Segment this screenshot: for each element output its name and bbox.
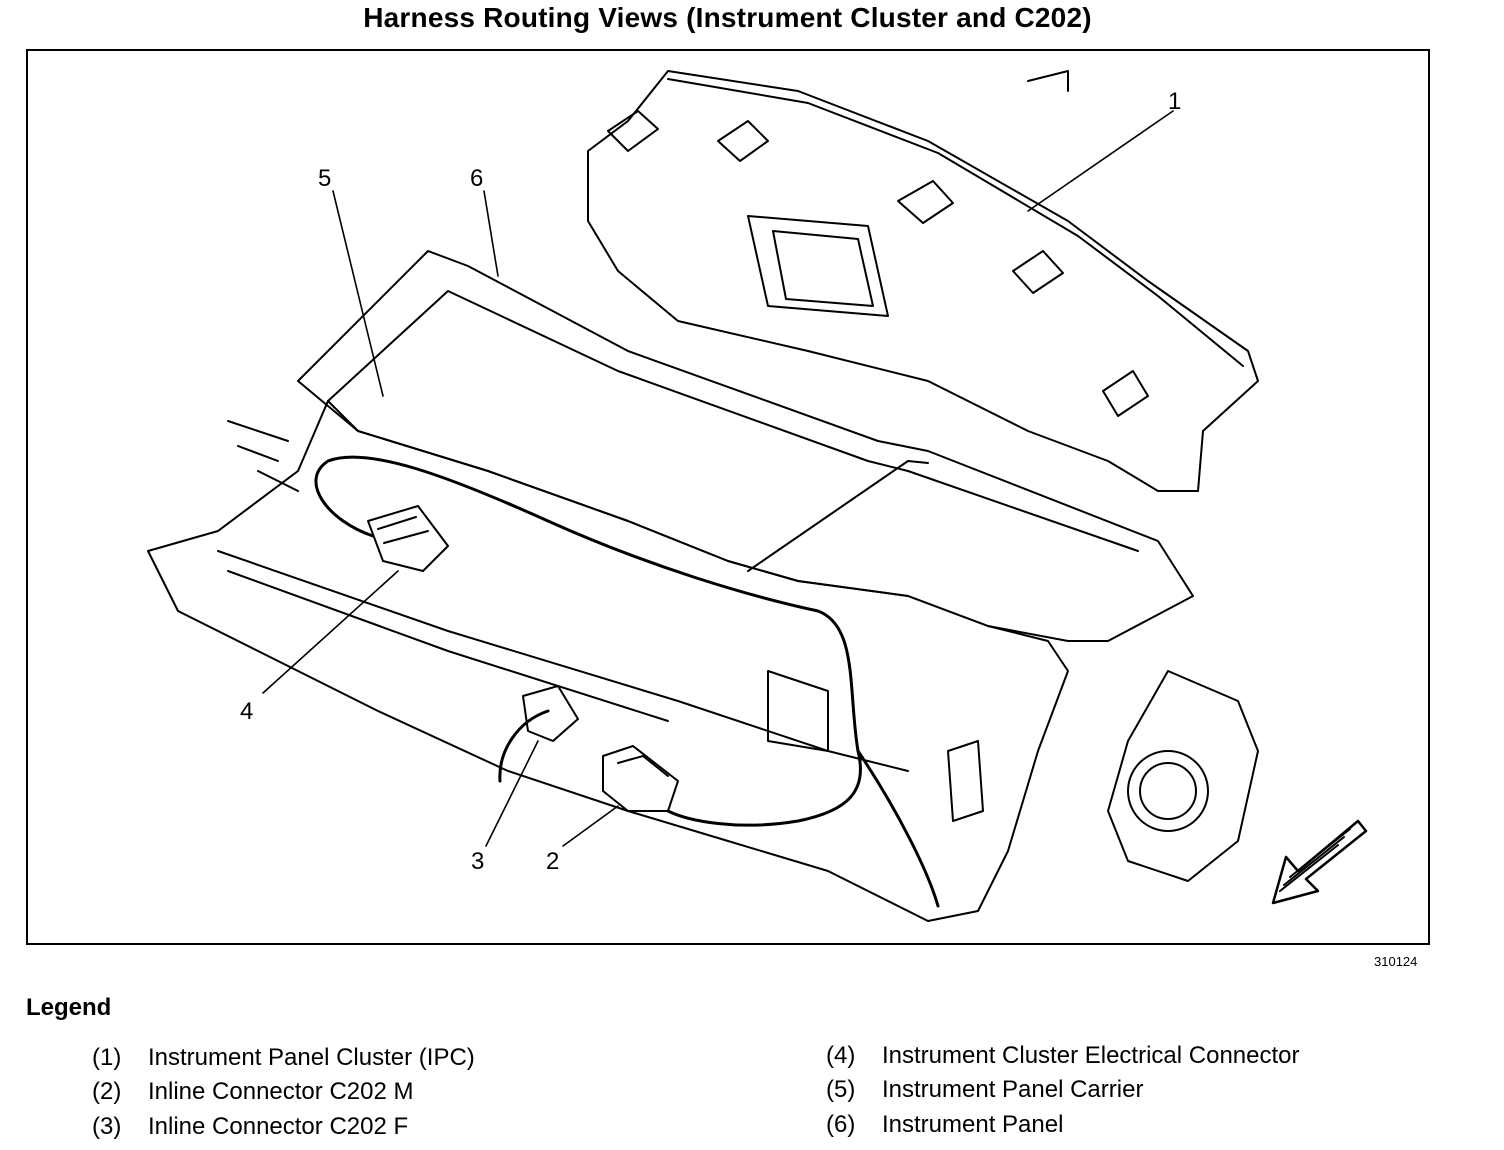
leader-1 [1027, 110, 1174, 212]
diagram-title: Harness Routing Views (Instrument Cluste… [363, 2, 1092, 33]
leader-2 [562, 805, 619, 847]
legend-item-label: Instrument Panel Carrier [882, 1076, 1144, 1103]
inline-connector-c202-m-drawing [602, 745, 679, 812]
inline-connector-c202-f-drawing [522, 685, 579, 742]
leader-5 [332, 190, 384, 397]
callout-3: 3 [471, 848, 484, 875]
legend-item-label: Instrument Cluster Electrical Connector [882, 1042, 1300, 1069]
instrument-panel-carrier-drawing [147, 400, 1259, 922]
figure-id: 310124 [1374, 954, 1418, 969]
wiring-harness-drawing [314, 455, 940, 908]
legend-item-number: (6) [826, 1111, 856, 1138]
legend-item-label: Inline Connector C202 F [148, 1113, 409, 1140]
legend-item-number: (4) [826, 1042, 856, 1069]
leader-3 [485, 740, 539, 847]
leader-6 [483, 190, 499, 277]
legend-item-label: Instrument Panel Cluster (IPC) [148, 1044, 475, 1071]
harness-routing-drawing: 1 5 6 4 3 2 [147, 70, 1368, 922]
diagram-frame: 1 5 6 4 3 2 [26, 49, 1430, 945]
legend-item-label: Instrument Panel [882, 1111, 1064, 1138]
vehicle-front-arrow-icon [1271, 819, 1368, 905]
legend-heading: Legend [26, 994, 112, 1021]
cluster-electrical-connector-drawing [367, 505, 449, 572]
callout-1: 1 [1168, 88, 1181, 115]
legend-item-number: (3) [92, 1113, 122, 1140]
legend-item-label: Inline Connector C202 M [148, 1078, 414, 1105]
instrument-panel-drawing [297, 250, 1194, 642]
leader-4 [262, 570, 399, 694]
callout-5: 5 [318, 165, 331, 192]
callout-2: 2 [546, 848, 559, 875]
callout-4: 4 [240, 698, 253, 725]
legend-item-number: (1) [92, 1044, 122, 1071]
legend-item-number: (2) [92, 1078, 122, 1105]
callout-leaders [262, 110, 1174, 847]
callout-6: 6 [470, 165, 483, 192]
instrument-cluster-drawing [587, 70, 1259, 492]
legend-item-number: (5) [826, 1076, 856, 1103]
